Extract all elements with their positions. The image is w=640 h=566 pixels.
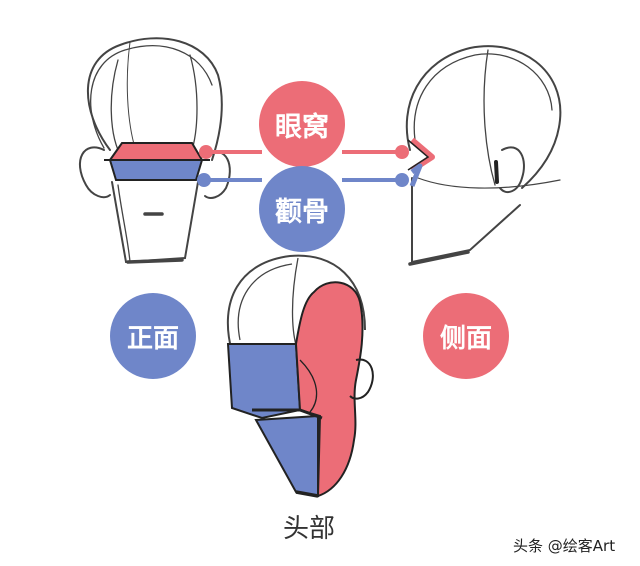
side-view-label: 侧面 xyxy=(423,293,509,379)
eye-socket-label: 眼窝 xyxy=(259,81,345,167)
front-cheekbone-band xyxy=(108,159,204,181)
front-view-head xyxy=(79,37,231,264)
front-view-label: 正面 xyxy=(110,293,196,379)
cheekbone-connectors xyxy=(197,173,409,187)
eye-socket-connectors xyxy=(199,145,409,159)
watermark: 头条 @绘客Art xyxy=(513,537,616,555)
head-caption: 头部 xyxy=(283,514,336,544)
side-cheekbone-mark xyxy=(409,163,423,187)
front-eye-socket-band xyxy=(108,142,204,161)
cheekbone-label: 颧骨 xyxy=(259,166,345,252)
three-quarter-head xyxy=(226,254,374,498)
side-view-head xyxy=(405,45,562,266)
